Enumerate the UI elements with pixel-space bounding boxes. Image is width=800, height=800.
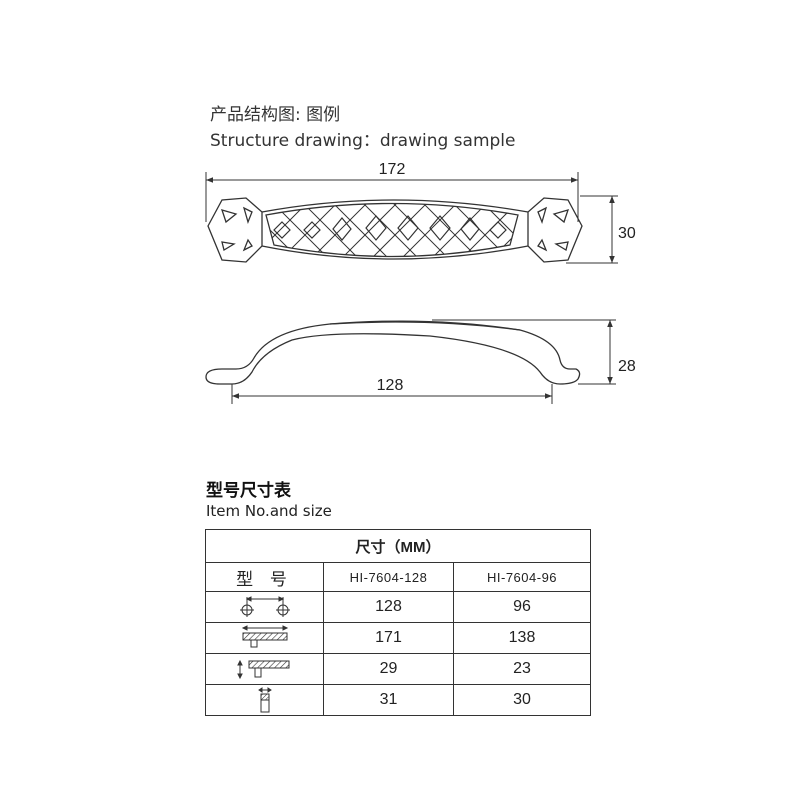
value-cell: 29 bbox=[323, 653, 454, 685]
value-cell: 138 bbox=[452, 622, 592, 654]
side-view-handle bbox=[205, 320, 581, 385]
table-row: 171 138 bbox=[205, 622, 592, 654]
drawing-title-en: Structure drawing：drawing sample bbox=[210, 131, 516, 151]
size-table: 尺寸（MM） 型 号 HI-7604-128 HI-7604-96 128 bbox=[204, 529, 592, 716]
table-header-row: 尺寸（MM） bbox=[204, 529, 592, 563]
table-header: 尺寸（MM） bbox=[204, 529, 592, 563]
table-title-en: Item No.and size bbox=[206, 502, 332, 520]
table-row: 128 96 bbox=[205, 591, 592, 623]
model-label: 型 号 bbox=[205, 562, 324, 592]
hole-spacing-icon bbox=[239, 596, 290, 617]
value-cell: 171 bbox=[323, 622, 454, 654]
structure-drawing: 172 30 128 28 bbox=[205, 161, 636, 404]
table-title-cn: 型号尺寸表 bbox=[206, 481, 291, 501]
model-2: HI-7604-96 bbox=[452, 562, 592, 592]
dimension-label-28: 28 bbox=[618, 358, 636, 375]
dimension-label-172: 172 bbox=[379, 161, 406, 178]
model-1: HI-7604-128 bbox=[323, 562, 454, 592]
top-view-handle bbox=[207, 197, 583, 263]
dimension-172 bbox=[205, 172, 579, 222]
dimension-28 bbox=[432, 319, 616, 385]
table-model-row: 型 号 HI-7604-128 HI-7604-96 bbox=[205, 562, 592, 592]
height-icon bbox=[236, 659, 289, 680]
width-icon bbox=[257, 687, 272, 713]
value-cell: 128 bbox=[323, 591, 454, 623]
overall-length-icon bbox=[241, 625, 288, 648]
dimension-label-30: 30 bbox=[618, 225, 636, 242]
drawing-title-cn: 产品结构图: 图例 bbox=[210, 105, 341, 125]
value-cell: 30 bbox=[452, 684, 592, 716]
value-cell: 31 bbox=[323, 684, 454, 716]
dimension-128 bbox=[231, 384, 553, 404]
dimension-label-128: 128 bbox=[377, 377, 404, 394]
dimension-30 bbox=[566, 195, 618, 264]
table-row: 29 23 bbox=[205, 653, 592, 685]
table-row: 31 30 bbox=[205, 684, 592, 716]
value-cell: 23 bbox=[452, 653, 592, 685]
value-cell: 96 bbox=[452, 591, 592, 623]
